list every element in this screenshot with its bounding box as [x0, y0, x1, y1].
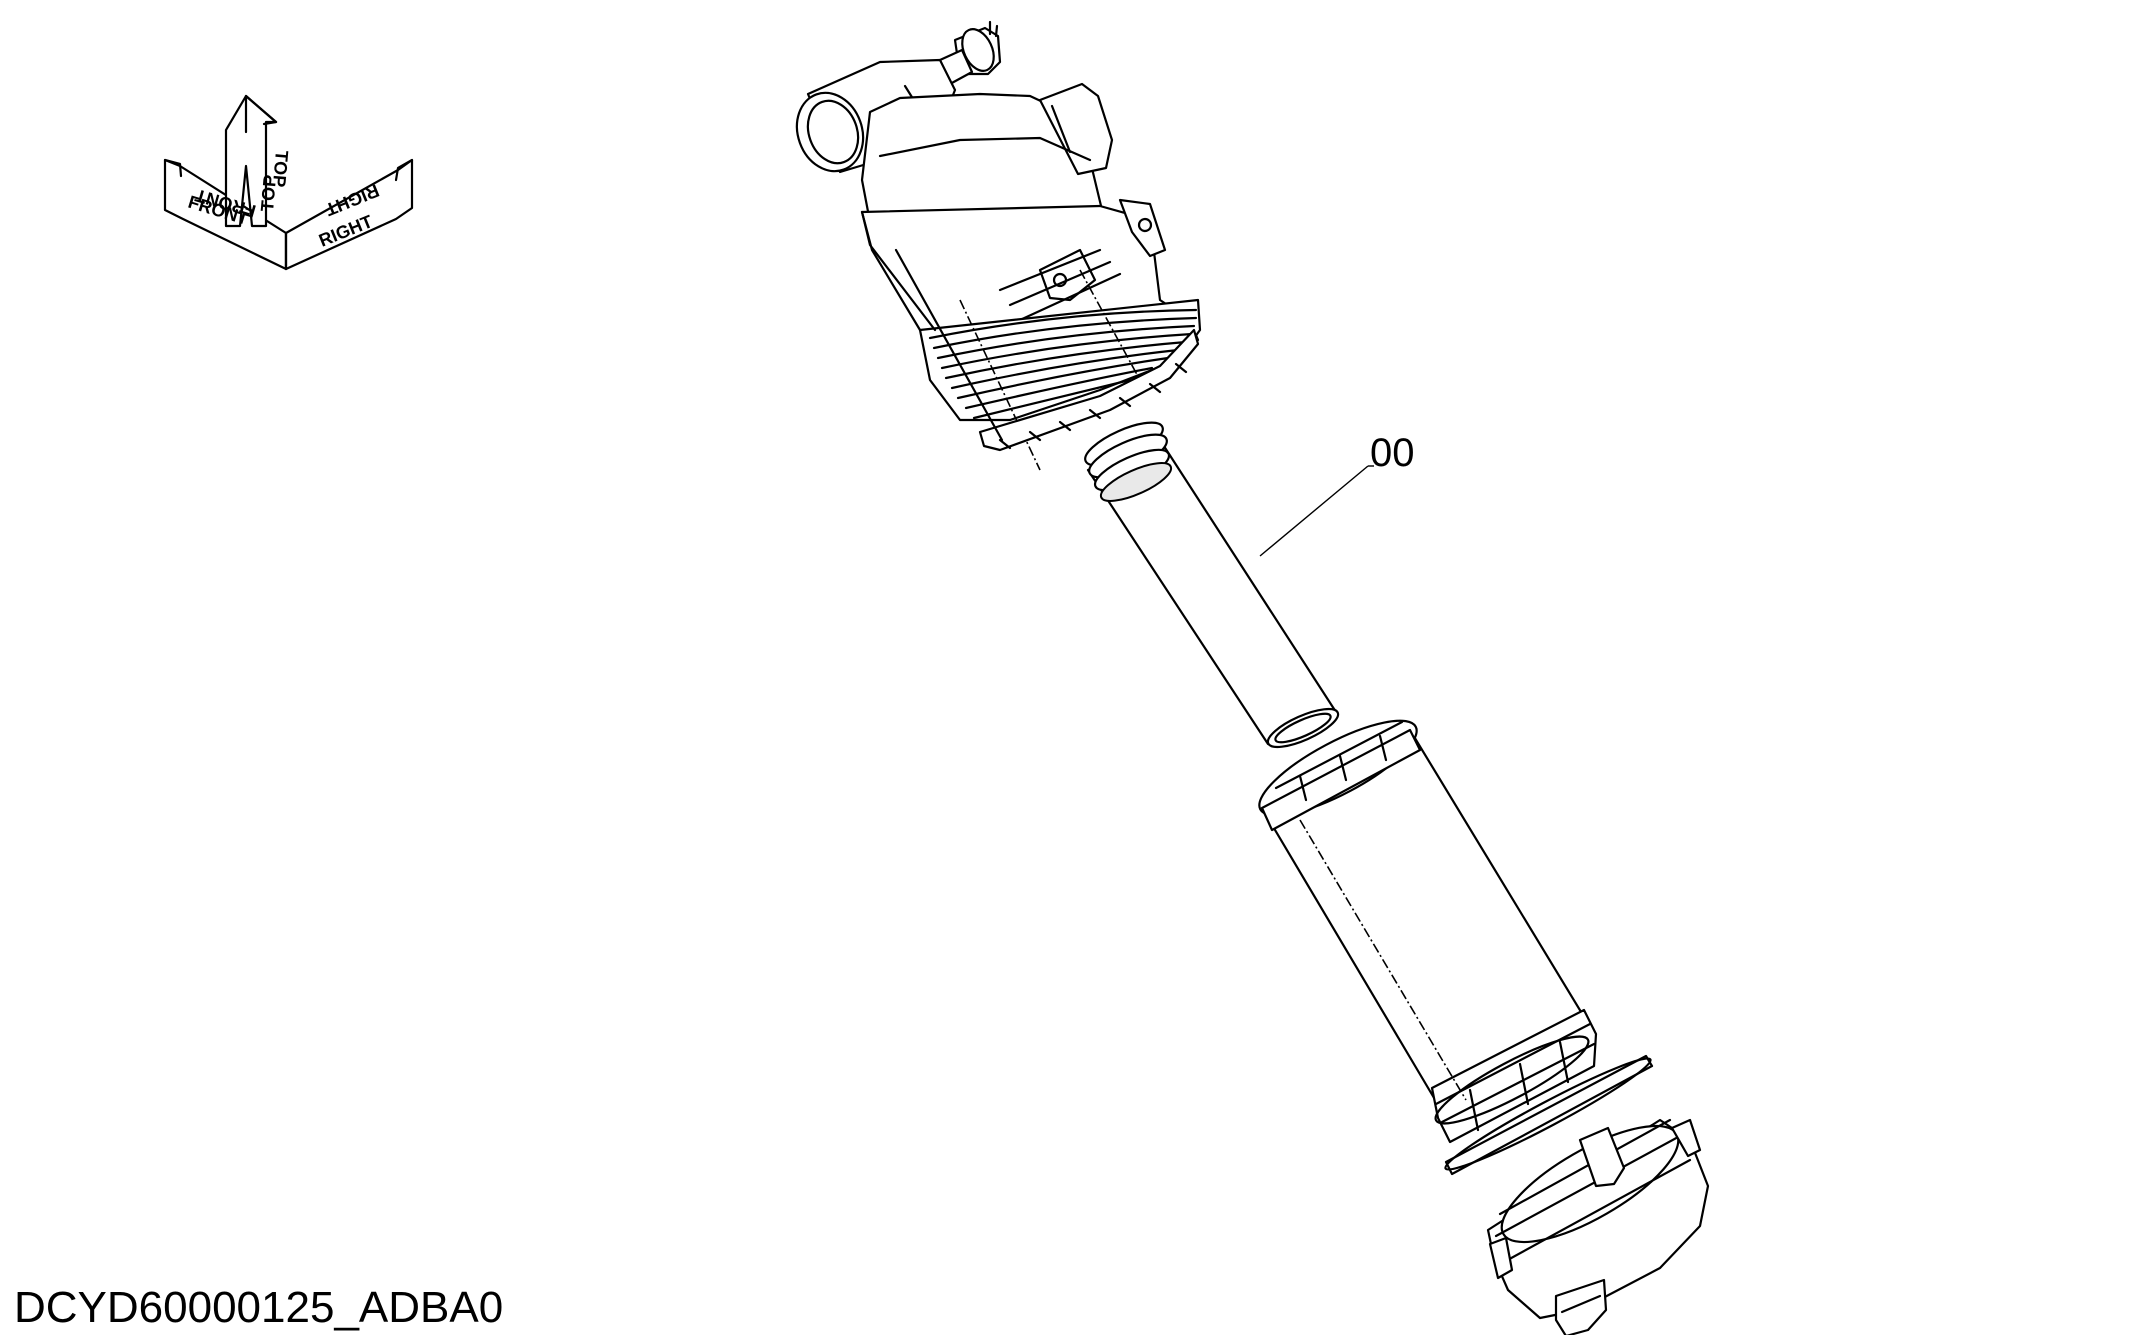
inner-filter-element [1084, 421, 1340, 749]
dust-cup [1486, 1118, 1710, 1335]
callout-label-00: 00 [1370, 431, 1415, 475]
right-arrow-head [394, 158, 414, 182]
air-cleaner-housing [860, 82, 1202, 471]
front-arrow-head [163, 158, 183, 178]
restriction-indicator [938, 20, 1002, 86]
right-plane [284, 158, 414, 271]
orientation-indicator: FRONT FRONT TOP TOP RIGHT RIGHT [163, 94, 414, 271]
drawing-id: DCYD60000125_ADBA0 [14, 1283, 504, 1332]
outer-filter-element [1258, 719, 1598, 1144]
callout-00: 00 [1259, 431, 1415, 557]
threaded-band [918, 269, 1202, 471]
top-label: TOP [269, 150, 292, 188]
callout-leader-line [1259, 465, 1369, 557]
top-arrow-head [244, 94, 278, 134]
top-label-mirror: TOP [257, 174, 280, 212]
gasket-ring [1444, 1054, 1654, 1176]
